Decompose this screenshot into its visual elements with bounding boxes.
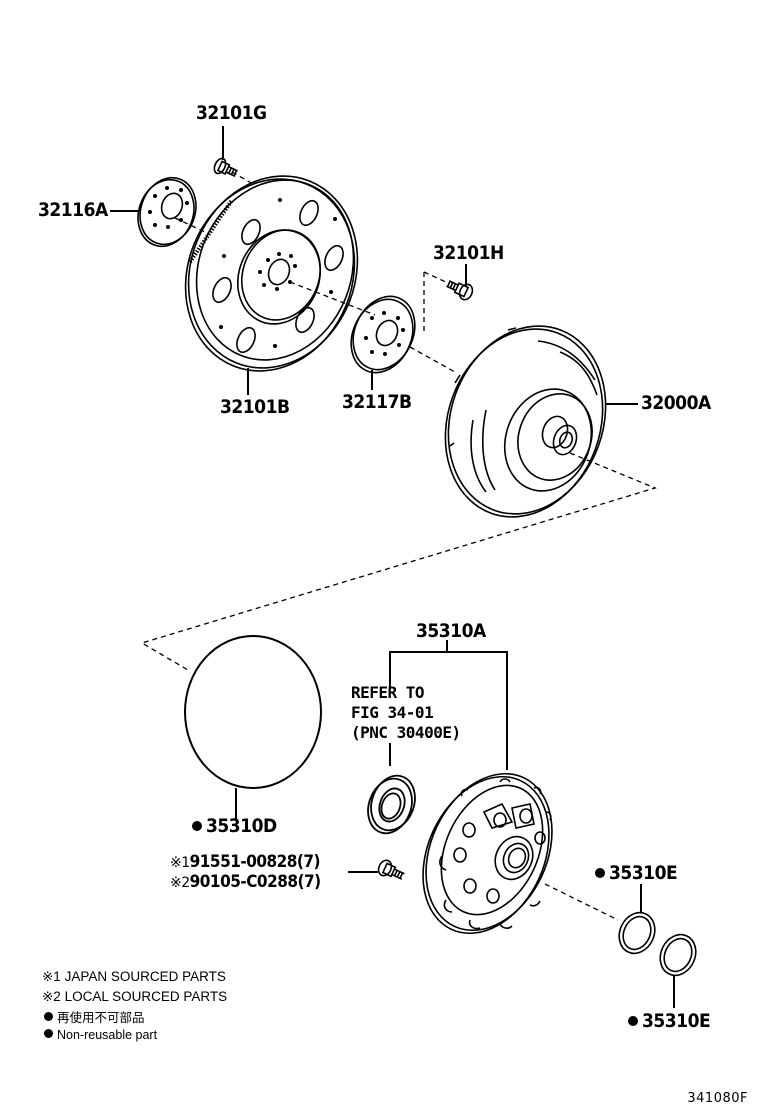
refer-note-line3[interactable]: (PNC 30400E)	[351, 723, 461, 742]
oil-pump-35310A-icon	[422, 772, 553, 935]
spacer-plate-32117B-icon	[350, 295, 416, 374]
refer-note-line2: FIG 34-01	[351, 703, 434, 722]
non-reusable-dot-icon	[192, 821, 202, 831]
legend-local-sourced: ※2 LOCAL SOURCED PARTS	[42, 989, 228, 1004]
label-35310D[interactable]: 35310D	[192, 817, 277, 836]
bullet-dot-icon	[44, 1012, 53, 1021]
o-ring-35310D-icon	[184, 635, 322, 789]
seal-ring-35310E-upper-icon	[618, 911, 656, 955]
figure-id: 341080F	[687, 1091, 748, 1106]
spacer-plate-32116A-icon	[137, 176, 197, 248]
leader-lines	[110, 126, 675, 1008]
label-35310E-lower[interactable]: 35310E	[628, 1012, 711, 1031]
legend-non-reusable-jp: 再使用不可部品	[44, 1009, 145, 1028]
label-32101H[interactable]: 32101H	[433, 242, 504, 264]
bullet-dot-icon	[44, 1029, 53, 1038]
bolt-32101H-icon	[446, 280, 474, 301]
label-32116A[interactable]: 32116A	[38, 199, 108, 221]
torque-converter-32000A-icon	[444, 325, 607, 518]
legend-japan-sourced: ※1 JAPAN SOURCED PARTS	[42, 969, 226, 984]
label-32101B[interactable]: 32101B	[220, 396, 290, 418]
bolt-callout-2[interactable]: ※290105-C0288(7)	[170, 872, 321, 892]
drive-plate-32101B-icon	[184, 175, 359, 372]
bolt-32101G-icon	[213, 157, 238, 178]
bolt-91551-icon	[377, 859, 405, 880]
refer-note: REFER TO FIG 34-01 (PNC 30400E)	[351, 683, 461, 743]
label-32000A[interactable]: 32000A	[641, 392, 711, 414]
label-32101G[interactable]: 32101G	[196, 102, 267, 124]
oil-seal-icon	[367, 774, 416, 835]
label-35310E-upper[interactable]: 35310E	[595, 864, 678, 883]
seal-ring-35310E-lower-icon	[659, 933, 697, 977]
legend-non-reusable-en: Non-reusable part	[44, 1026, 157, 1045]
label-32117B[interactable]: 32117B	[342, 391, 412, 413]
label-35310A[interactable]: 35310A	[416, 620, 486, 642]
refer-note-line1: REFER TO	[351, 683, 425, 702]
non-reusable-dot-icon	[595, 868, 605, 878]
non-reusable-dot-icon	[628, 1016, 638, 1026]
bolt-callout-1[interactable]: ※191551-00828(7)	[170, 852, 321, 872]
assembly-lines	[140, 171, 657, 921]
